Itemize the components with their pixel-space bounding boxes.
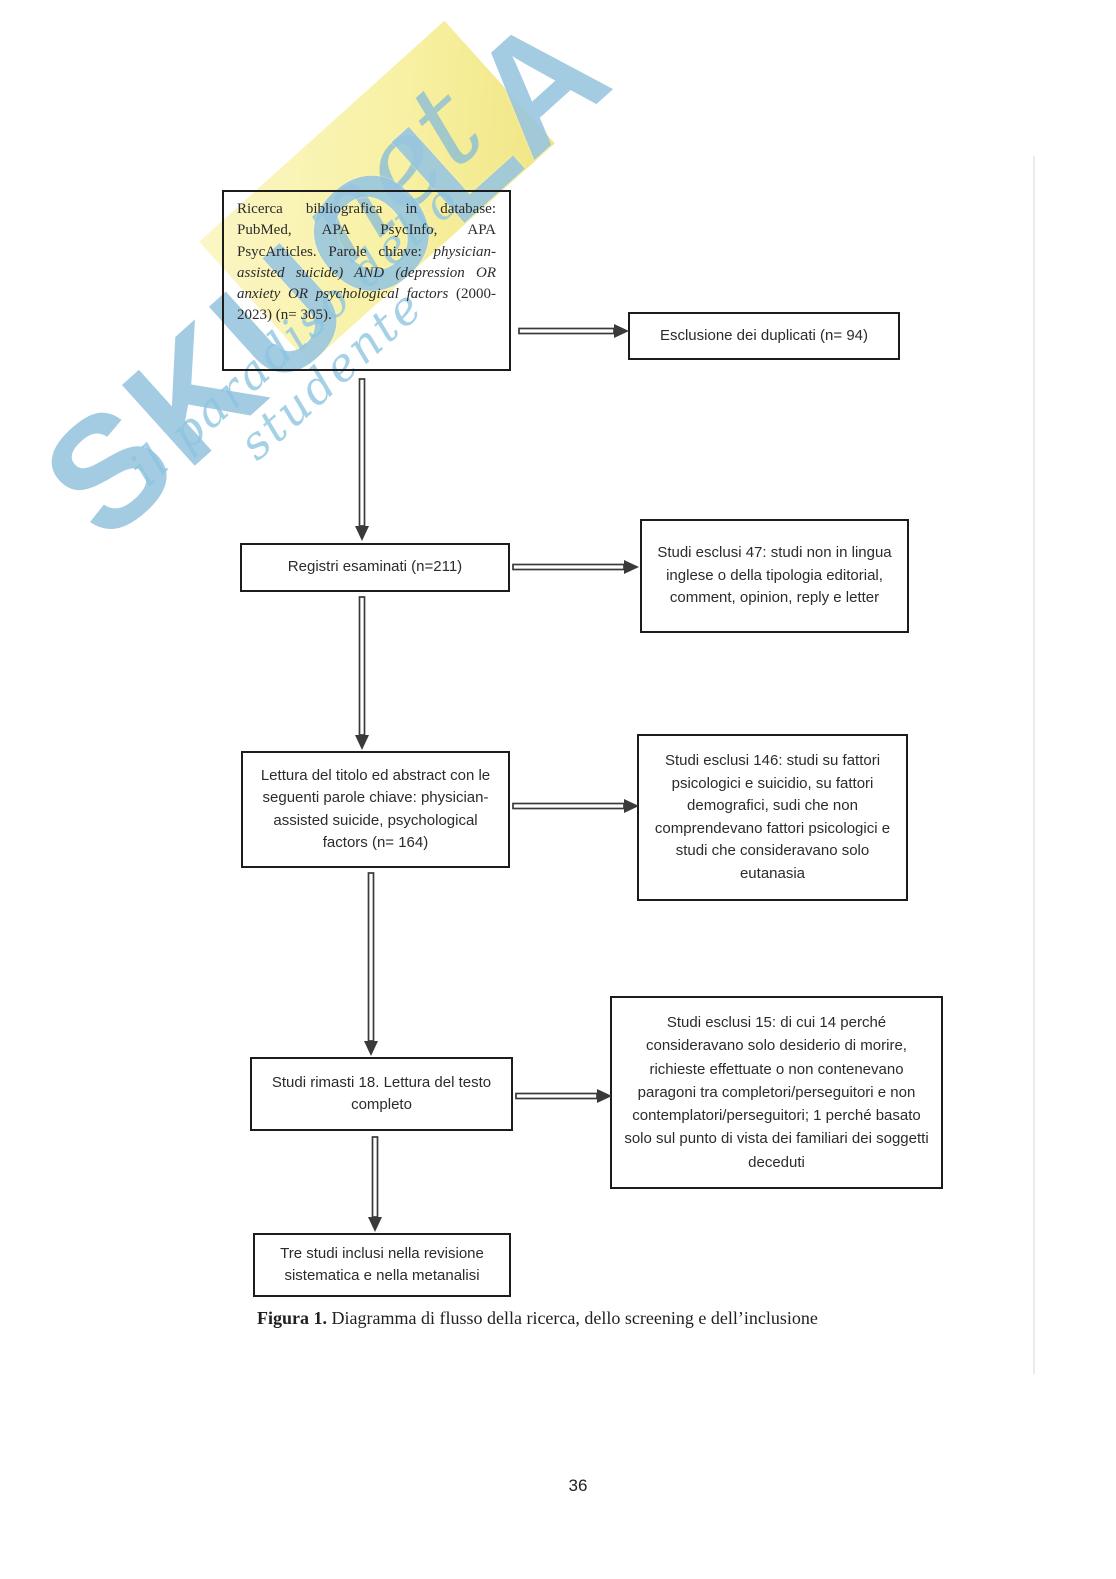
figure-caption-text: Diagramma di flusso della ricerca, dello… (327, 1308, 818, 1328)
arrow-down-to-registers (355, 378, 369, 541)
page-edge-line (1033, 156, 1035, 1374)
flow-box-search: Ricerca bibliografica in database: PubMe… (222, 190, 511, 371)
flow-box-fulltext-review: Studi rimasti 18. Lettura del testo comp… (250, 1057, 513, 1131)
figure-caption-label: Figura 1. (257, 1308, 327, 1328)
flow-box-excluded-15: Studi esclusi 15: di cui 14 perché consi… (610, 996, 943, 1189)
arrow-right-to-duplicates (518, 324, 629, 338)
excluded146-label: Studi esclusi 146: studi su fattori psic… (654, 752, 891, 882)
flow-box-duplicates-excluded: Esclusione dei duplicati (n= 94) (628, 312, 900, 360)
duplicates-label: Esclusione dei duplicati (n= 94) (659, 326, 869, 344)
flow-box-records-screened: Registri esaminati (n=211) (240, 543, 510, 592)
registers-label: Registri esaminati (n=211) (287, 558, 463, 576)
arrow-right-to-excluded146 (512, 799, 639, 813)
title-abstract-label: Lettura del titolo ed abstract con le se… (260, 766, 491, 852)
arrow-right-to-excluded15 (515, 1089, 612, 1103)
excluded15-label: Studi esclusi 15: di cui 14 perché consi… (624, 1014, 929, 1171)
included-label: Tre studi inclusi nella revisione sistem… (280, 1244, 484, 1285)
arrow-right-to-excluded47 (512, 560, 639, 574)
excluded47-label: Studi esclusi 47: studi non in lingua in… (657, 544, 892, 607)
arrow-down-to-title-abstract (355, 596, 369, 750)
figure-caption: Figura 1. Diagramma di flusso della rice… (257, 1308, 897, 1329)
flow-box-excluded-146: Studi esclusi 146: studi su fattori psic… (637, 734, 908, 901)
fulltext-label: Studi rimasti 18. Lettura del testo comp… (271, 1073, 492, 1114)
page-number: 36 (568, 1476, 588, 1495)
flow-box-included-studies: Tre studi inclusi nella revisione sistem… (253, 1233, 511, 1297)
arrow-down-to-included (368, 1136, 382, 1232)
flow-box-excluded-47: Studi esclusi 47: studi non in lingua in… (640, 519, 909, 633)
flow-box-title-abstract: Lettura del titolo ed abstract con le se… (241, 751, 510, 868)
arrow-down-to-fulltext (364, 872, 378, 1056)
